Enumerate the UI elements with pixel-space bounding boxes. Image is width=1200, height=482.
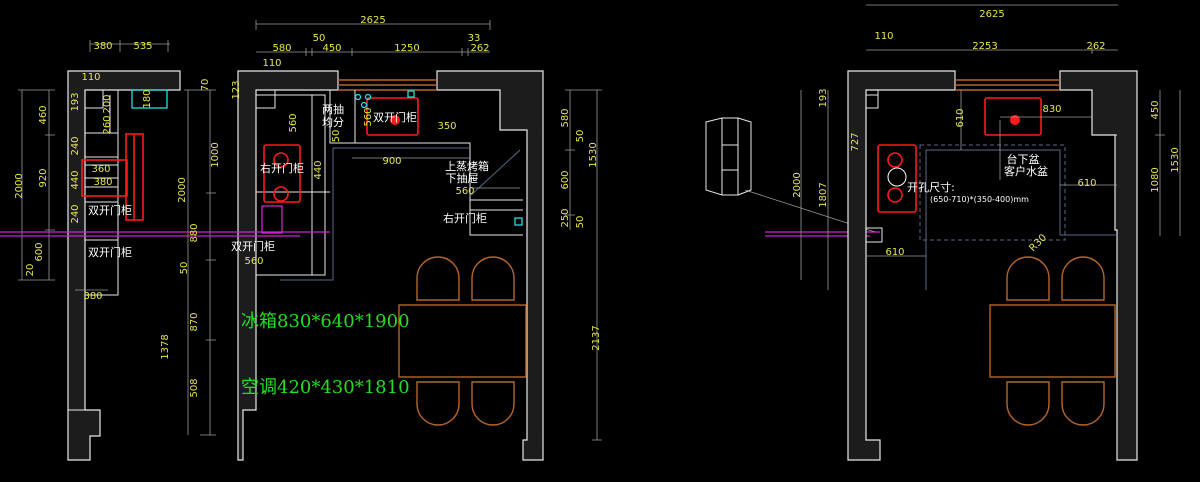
- cabinet-label: 右开门柜: [260, 161, 304, 175]
- cabinet-label: (650-710)*(350-400)mm: [930, 195, 1029, 204]
- dimension-value: 440: [313, 160, 324, 179]
- air-conditioner-note: 空调420*430*1810: [241, 377, 410, 398]
- dimension-value: 360: [91, 164, 110, 175]
- pipe-line-left: [0, 231, 330, 237]
- dimension-value: 560: [244, 256, 263, 267]
- dimension-value: 600: [34, 242, 45, 261]
- dimension-value: 240: [70, 136, 81, 155]
- dimension-value: 380: [83, 291, 102, 302]
- dimension-value: 535: [133, 41, 152, 52]
- dimension-value: 830: [1042, 104, 1061, 115]
- dimension-value: 2625: [360, 15, 385, 26]
- dimension-value: 560: [455, 186, 474, 197]
- cabinet-label: 双开门柜: [88, 245, 132, 259]
- cabinet-label: 双开门柜: [231, 239, 275, 253]
- cabinet-label: 上蒸烤箱: [445, 159, 489, 173]
- dimension-value: 900: [382, 156, 401, 167]
- dimension-value: 262: [1086, 41, 1105, 52]
- dimension-value: 50: [179, 262, 190, 275]
- dimension-value: 50: [313, 33, 326, 44]
- dimension-value: 560: [363, 107, 374, 126]
- right-kitchen-plan: [800, 4, 1181, 461]
- dimension-value: 240: [70, 204, 81, 223]
- cabinet-label: 均分: [322, 116, 344, 129]
- dimension-value: 33: [468, 33, 481, 44]
- dimension-value: 560: [288, 113, 299, 132]
- dimension-value: 1530: [588, 142, 599, 167]
- dimension-value: 110: [81, 72, 100, 83]
- dimension-value: 260: [102, 115, 113, 134]
- dimension-value: 727: [850, 132, 861, 151]
- dimension-value: 193: [818, 88, 829, 107]
- dimension-value: 1080: [1150, 167, 1161, 192]
- cabinet-label: 台下盆: [1007, 152, 1040, 166]
- dimension-value: 70: [200, 79, 211, 92]
- dimension-value: 1530: [1170, 147, 1181, 172]
- dimension-value: 180: [142, 89, 153, 108]
- dimension-value: 193: [70, 92, 81, 111]
- dimension-value: 2625: [979, 9, 1004, 20]
- dimension-value: 580: [272, 43, 291, 54]
- dimension-value: 600: [560, 170, 571, 189]
- dimension-value: 2000: [792, 172, 803, 197]
- dimension-value: 610: [885, 247, 904, 258]
- dimension-value: 123: [231, 80, 242, 99]
- dimension-value: 50: [331, 130, 342, 143]
- middle-kitchen-plan: [184, 20, 602, 461]
- dimension-value: 380: [93, 177, 112, 188]
- dimension-value: 450: [1150, 100, 1161, 119]
- dimension-value: 870: [189, 312, 200, 331]
- dining-chairs: [416, 256, 515, 426]
- dimension-value: 920: [38, 168, 49, 187]
- cabinet-label: 开孔尺寸:: [907, 180, 955, 194]
- dimension-value: 508: [189, 378, 200, 397]
- left-elevation: [18, 40, 181, 461]
- cabinet-label: 下抽屉: [446, 171, 479, 185]
- dimension-value: 20: [25, 264, 36, 277]
- dimension-value: 610: [955, 108, 966, 127]
- dimension-value: 200: [102, 94, 113, 113]
- dimension-value: 2000: [177, 177, 188, 202]
- cabinet-label: 两抽: [322, 102, 344, 116]
- dimension-value: 460: [38, 105, 49, 124]
- cabinet-label: 客户水盆: [1004, 164, 1048, 178]
- dimension-value: 50: [575, 130, 586, 143]
- dimension-value: 450: [322, 43, 341, 54]
- dimension-value: 250: [560, 208, 571, 227]
- dimension-value: 610: [1077, 178, 1096, 189]
- dimension-value: 110: [874, 31, 893, 42]
- cabinet-label: 右开门柜: [443, 211, 487, 225]
- dimension-value: 2137: [591, 325, 602, 350]
- dimension-value: 2253: [972, 41, 997, 52]
- cabinet-label: 双开门柜: [88, 203, 132, 217]
- dimension-value: 1807: [818, 182, 829, 207]
- dimension-value: 50: [575, 216, 586, 229]
- dimension-value: 880: [189, 223, 200, 242]
- dining-chairs-right: [1006, 256, 1105, 426]
- dimension-value: 380: [93, 41, 112, 52]
- dimension-value: 350: [437, 121, 456, 132]
- dimension-value: 110: [262, 58, 281, 69]
- dimension-value: 2000: [14, 173, 25, 198]
- dimension-value: 1378: [160, 334, 171, 359]
- cabinet-label: 双开门柜: [373, 110, 417, 124]
- dimension-value: 1000: [210, 142, 221, 167]
- fridge-note: 冰箱830*640*1900: [241, 311, 410, 332]
- dimension-value: R30: [1027, 232, 1049, 254]
- dimension-value: 1250: [394, 43, 419, 54]
- cabinet-side-view: [705, 117, 752, 196]
- dimension-value: 440: [70, 170, 81, 189]
- dimension-value: 580: [560, 108, 571, 127]
- dimension-value: 262: [470, 43, 489, 54]
